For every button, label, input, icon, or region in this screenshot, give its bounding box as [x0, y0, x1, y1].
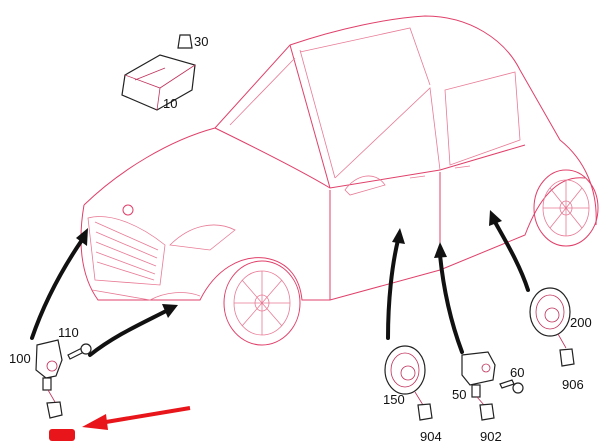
front-wheel [223, 260, 301, 346]
callout-arrows [30, 210, 530, 357]
arrow-head [162, 304, 178, 318]
rear-wheel [533, 169, 599, 247]
arrow-to-front-bumper [30, 238, 84, 340]
callout-10: 10 [163, 96, 178, 111]
arrow-head [434, 242, 447, 258]
callout-904: 904 [420, 429, 442, 444]
callout-906: 906 [562, 377, 584, 392]
sensor-part-200 [529, 287, 575, 367]
arrow-head [489, 210, 502, 226]
bolt-part-110 [67, 343, 92, 360]
arrow-head [76, 228, 88, 246]
callout-150: 150 [383, 392, 405, 407]
callout-902: 902 [480, 429, 502, 444]
callout-60: 60 [510, 365, 525, 380]
callout-110: 110 [58, 325, 79, 340]
sensor-part-100 [35, 339, 63, 419]
callout-200: 200 [570, 315, 592, 330]
callout-50: 50 [452, 387, 467, 402]
arrow-head [392, 228, 405, 244]
sensor-part-150 [384, 345, 433, 421]
sensor-part-50 [461, 351, 496, 421]
red-pointer-arrow [82, 406, 191, 430]
bolt-part-60 [499, 379, 524, 394]
callout-30: 30 [194, 34, 209, 49]
highlight-tag [49, 429, 75, 441]
callout-100: 100 [9, 351, 31, 366]
arrow-to-rear-door [493, 220, 530, 292]
arrow-to-front-door [386, 238, 400, 340]
nut-part [177, 34, 193, 49]
car-outline [80, 15, 597, 301]
control-unit-part [121, 54, 196, 111]
arrow-to-front-side [88, 308, 170, 357]
arrow-to-b-pillar [438, 253, 464, 354]
